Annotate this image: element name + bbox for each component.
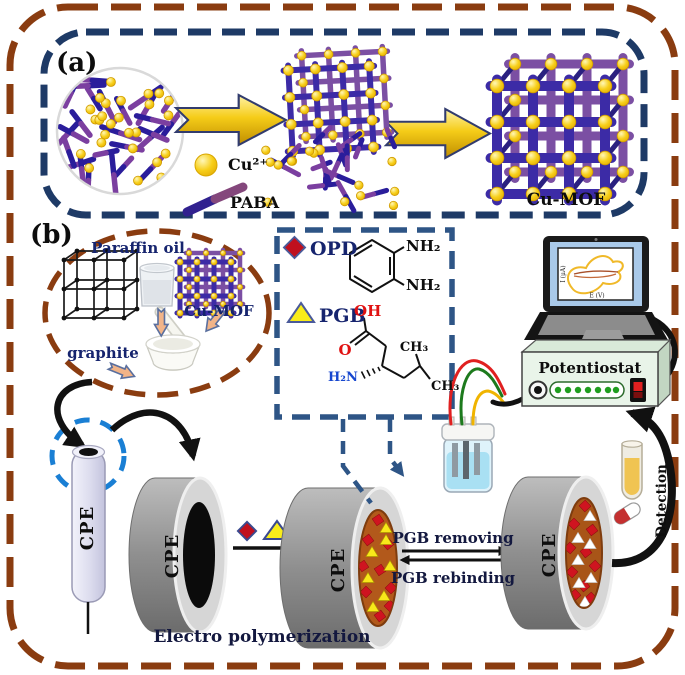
electrode-plate [463, 441, 469, 479]
cpe-rod-electrode [71, 444, 106, 634]
opd-label: OPD [310, 238, 357, 260]
pgb-structure [349, 317, 431, 380]
cpe-rod-label: CPE [77, 506, 98, 551]
cpe-disk2-label: CPE [328, 548, 349, 593]
paste-mixture-ellipse [42, 228, 272, 398]
led-panel [549, 381, 625, 399]
cv-curve-red2 [573, 273, 617, 279]
cv-plot [557, 247, 634, 301]
cu-ion-legend-sphere [194, 153, 218, 177]
pgb-triangle-icon [286, 301, 316, 323]
pgb-ch3-top: CH₃ [400, 340, 429, 355]
opd-nh2-bottom: NH₂ [406, 276, 440, 294]
partial-mof-lattice [280, 43, 395, 160]
leader-line-left [340, 419, 373, 505]
detection-label: Detection [654, 464, 670, 538]
graphite-label: graphite [67, 344, 139, 362]
curved-arrow-electrode-to-disk [109, 409, 201, 462]
paraffin-beaker [139, 262, 175, 307]
cpe-disk-mip [279, 486, 410, 650]
monomer-diamond [236, 520, 258, 542]
cu-mof-small-lattice [174, 247, 246, 319]
red-wire [448, 359, 507, 426]
free-linker-rods [261, 125, 400, 214]
plot-x-axis-label: E (V) [589, 293, 604, 300]
bare-carbon-surface [183, 502, 215, 608]
laptop-keyboard [538, 315, 655, 335]
opd-diamond-icon [282, 235, 307, 260]
opd-structure [349, 239, 405, 293]
outer-dashed-border [6, 3, 679, 670]
cv-curve-yellow [567, 255, 624, 295]
pgb-label: PGB [319, 305, 366, 327]
panel-b-label: (b) [30, 220, 73, 250]
cu-mof-lattice [485, 53, 634, 206]
laptop [524, 236, 678, 376]
cv-curve-red [573, 270, 619, 275]
curved-arrow-mixture-to-electrode [54, 378, 93, 449]
reaction-arrow-2 [384, 107, 492, 160]
opd-nh2-top: NH₂ [406, 237, 440, 255]
removing-rebinding-arrows [399, 545, 509, 566]
mortar-pestle [145, 306, 201, 371]
electrochemical-cell [441, 416, 495, 493]
mix-arrow-graphite [106, 359, 138, 384]
pgb-ch3-side: CH₃ [431, 379, 460, 394]
paba-label: PABA [230, 193, 280, 212]
yellow-wire [471, 389, 506, 426]
potentiostat-label: Potentiostat [539, 359, 642, 377]
cu-mof-product-label: Cu-MOF [527, 190, 606, 210]
paba-cu-mixture-rods [58, 76, 182, 193]
green-wire [459, 367, 504, 426]
monomer-box-dashed-border [274, 227, 455, 420]
cu-mof-small-label: Cu-MOF [184, 302, 254, 320]
laptop-touchpad [582, 330, 624, 339]
cpe-disk3-label: CPE [539, 533, 560, 578]
detection-arrow [611, 406, 676, 568]
pgb-o: O [338, 341, 351, 359]
power-switch [630, 378, 646, 402]
cu-ion-label: Cu²⁺ [228, 155, 268, 174]
cpe-disk-imprinted [500, 475, 615, 631]
pgb-h2n: H₂N [328, 370, 358, 385]
panel-a-label: (a) [56, 48, 97, 78]
graphite-lattice [61, 248, 140, 321]
plot-y-axis-label: I (μA) [560, 265, 567, 282]
paraffin-oil-label: Paraffin oil [91, 239, 185, 257]
cpe-disk-bare [128, 476, 228, 634]
paba-legend-rod [182, 182, 248, 217]
reaction-arrow-1 [174, 93, 288, 147]
leader-line-right [387, 419, 405, 477]
electro-polymerization-label: Electro polymerization [153, 627, 370, 647]
panel-a-dashed-border [40, 28, 648, 219]
capsule-pill [613, 502, 641, 525]
pgb-rebinding-label: PGB rebinding [391, 569, 516, 587]
cpe-disk1-label: CPE [162, 534, 183, 579]
potentiostat-box [520, 338, 672, 408]
pgb-oh: OH [354, 302, 381, 320]
pgb-removing-label: PGB removing [392, 529, 514, 547]
sample-test-tube [621, 440, 643, 500]
electrode-plate [474, 443, 480, 475]
electrode-plate [452, 443, 458, 477]
